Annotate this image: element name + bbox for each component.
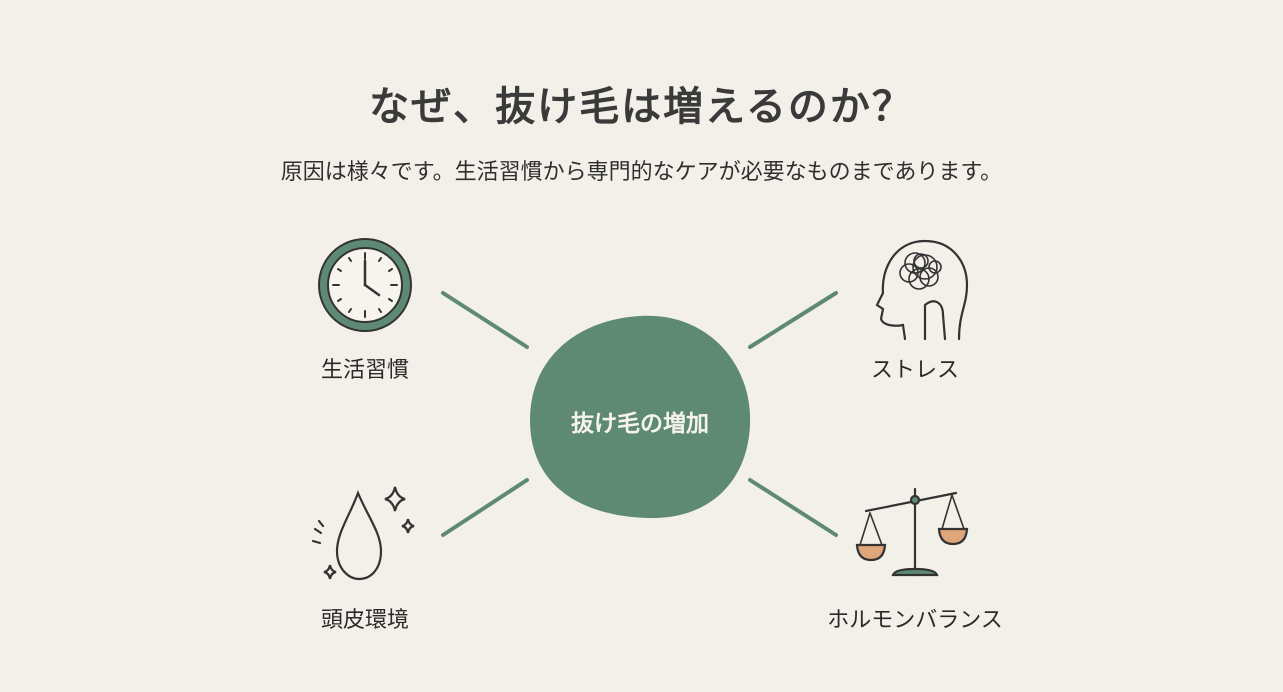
connector-line <box>748 291 838 349</box>
page-subtitle: 原因は様々です。生活習慣から専門的なケアが必要なものまであります。 <box>280 160 1003 185</box>
head-brain-icon <box>875 239 969 341</box>
connector-line <box>441 478 529 537</box>
page-title: なぜ、抜け毛は増えるのか？ <box>369 84 914 130</box>
connector-line <box>441 291 529 349</box>
balance-scale-icon <box>855 487 969 577</box>
factor-label-lifestyle: 生活習慣 <box>320 358 409 383</box>
center-blob <box>530 315 751 519</box>
water-drop-sparkle-icon <box>311 486 415 581</box>
center-label: 抜け毛の増加 <box>571 411 709 437</box>
factor-label-hormone: ホルモンバランス <box>827 608 1003 633</box>
connector-line <box>748 478 838 537</box>
clock-icon <box>318 238 412 332</box>
factor-label-scalp: 頭皮環境 <box>320 608 409 633</box>
factor-label-stress: ストレス <box>870 358 959 383</box>
